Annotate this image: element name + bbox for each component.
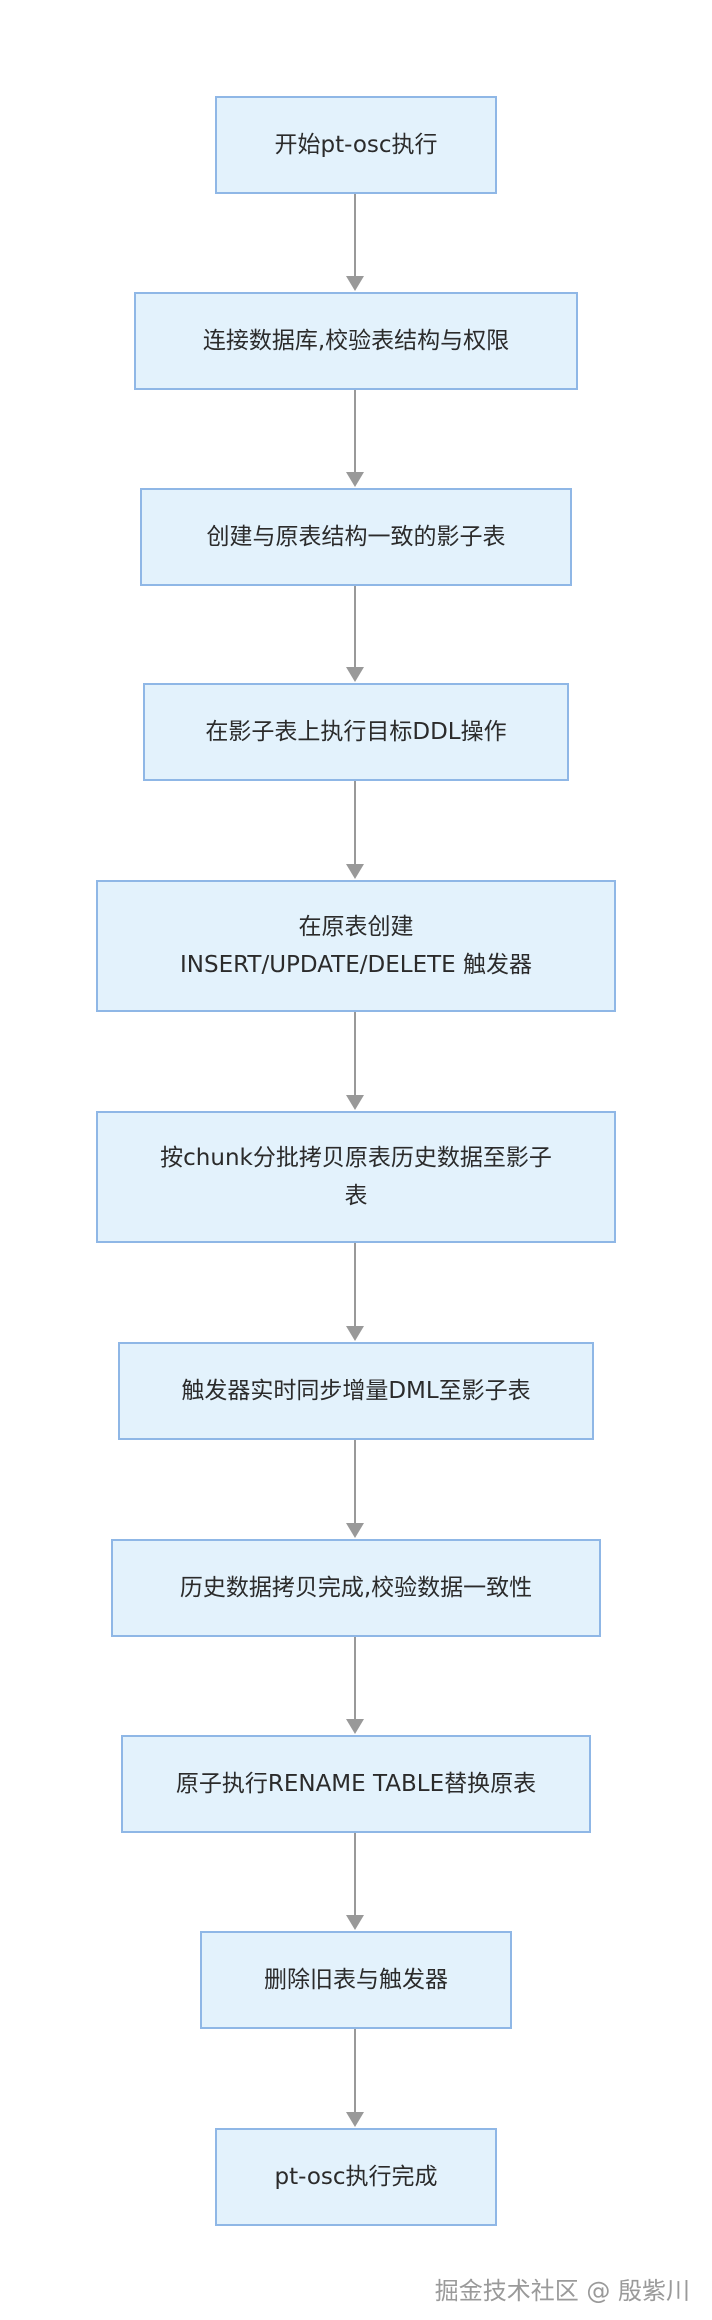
flow-step-chunk-copy: 按chunk分批拷贝原表历史数据至影子表 (96, 1111, 616, 1243)
flow-edge (354, 586, 356, 667)
flow-step-create-triggers: 在原表创建INSERT/UPDATE/DELETE 触发器 (96, 880, 616, 1012)
arrow-down-icon (346, 2112, 364, 2127)
arrow-down-icon (346, 1915, 364, 1930)
arrow-down-icon (346, 1719, 364, 1734)
flow-step-sync-incremental: 触发器实时同步增量DML至影子表 (118, 1342, 594, 1440)
flow-edge (354, 2029, 356, 2112)
flow-step-connect-validate: 连接数据库,校验表结构与权限 (134, 292, 578, 390)
flow-edge (354, 781, 356, 864)
arrow-down-icon (346, 667, 364, 682)
step-label: 创建与原表结构一致的影子表 (206, 524, 506, 550)
step-label: 在影子表上执行目标DDL操作 (205, 719, 507, 745)
flow-step-drop-old: 删除旧表与触发器 (200, 1931, 512, 2029)
arrow-down-icon (346, 864, 364, 879)
flow-step-create-shadow-table: 创建与原表结构一致的影子表 (140, 488, 572, 586)
flow-step-apply-ddl: 在影子表上执行目标DDL操作 (143, 683, 569, 781)
flow-step-end: pt-osc执行完成 (215, 2128, 497, 2226)
flow-step-verify-consistency: 历史数据拷贝完成,校验数据一致性 (111, 1539, 601, 1637)
step-label: 在原表创建INSERT/UPDATE/DELETE 触发器 (180, 914, 532, 978)
flow-edge (354, 1637, 356, 1719)
step-label: 连接数据库,校验表结构与权限 (202, 328, 510, 354)
step-label: pt-osc执行完成 (274, 2164, 438, 2190)
arrow-down-icon (346, 1095, 364, 1110)
step-label: 触发器实时同步增量DML至影子表 (181, 1378, 531, 1404)
arrow-down-icon (346, 276, 364, 291)
flow-edge (354, 1243, 356, 1326)
flow-edge (354, 1012, 356, 1095)
watermark: 掘金技术社区 @ 殷紫川 (434, 2277, 690, 2305)
step-label: 按chunk分批拷贝原表历史数据至影子表 (160, 1145, 552, 1209)
flow-edge (354, 194, 356, 276)
flow-edge (354, 1833, 356, 1915)
arrow-down-icon (346, 1326, 364, 1341)
step-label: 删除旧表与触发器 (264, 1967, 448, 1993)
step-label: 开始pt-osc执行 (274, 132, 438, 158)
flow-step-start: 开始pt-osc执行 (215, 96, 497, 194)
step-label: 历史数据拷贝完成,校验数据一致性 (179, 1575, 533, 1601)
flow-step-atomic-rename: 原子执行RENAME TABLE替换原表 (121, 1735, 591, 1833)
step-label: 原子执行RENAME TABLE替换原表 (175, 1771, 537, 1797)
flow-edge (354, 1440, 356, 1523)
flow-edge (354, 390, 356, 472)
arrow-down-icon (346, 1523, 364, 1538)
arrow-down-icon (346, 472, 364, 487)
